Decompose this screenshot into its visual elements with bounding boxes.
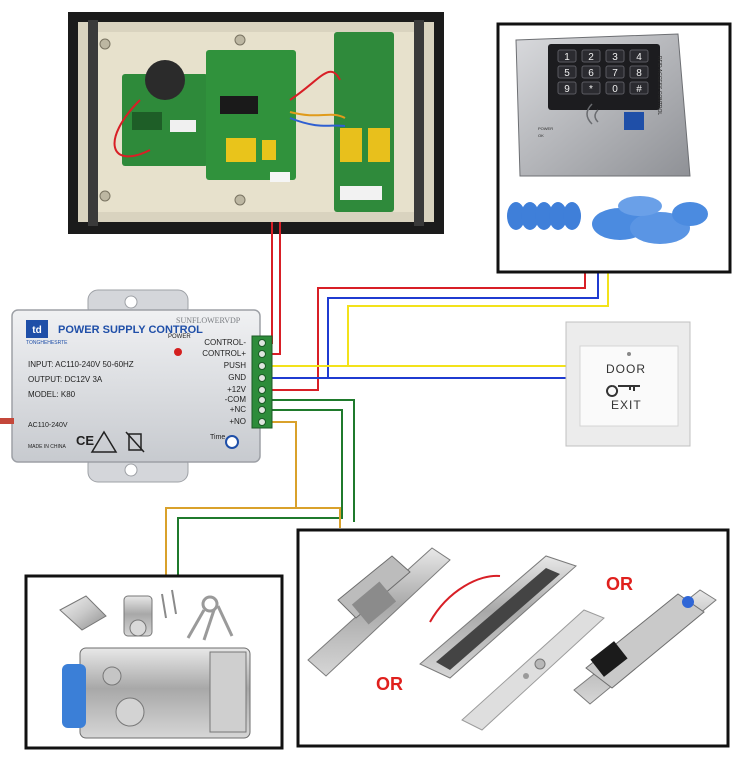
keypad-power-led: POWER xyxy=(538,126,554,131)
keypad-key xyxy=(557,81,577,95)
terminal-label: CONTROL+ xyxy=(202,349,246,358)
psu-time-label: Time xyxy=(210,434,226,441)
keypad-key xyxy=(557,65,577,79)
keypad-key xyxy=(605,49,625,63)
rim-lock-panel xyxy=(24,574,284,750)
keypad-key xyxy=(605,81,625,95)
wire-com-lock-green xyxy=(177,409,343,576)
keypad-key-label: 9 xyxy=(564,84,570,95)
wire-no-lock-orange xyxy=(165,507,296,576)
keypad-key-label: # xyxy=(636,84,642,95)
psu-title: POWER SUPPLY CONTROL xyxy=(58,324,203,336)
keypad-key-label: 2 xyxy=(588,52,594,63)
rfid-wave-icon xyxy=(586,103,599,125)
locks-panel xyxy=(296,528,730,748)
psu-made-in: MADE IN CHINA xyxy=(28,444,66,450)
keypad-key xyxy=(557,49,577,63)
keypad-key-label: 5 xyxy=(564,68,570,79)
keypad-key xyxy=(581,49,601,63)
brand-logo xyxy=(26,320,48,338)
psu-watermark: SUNFLOWERVDP xyxy=(176,316,241,325)
key-icon xyxy=(606,385,640,397)
keypad-key xyxy=(605,65,625,79)
relay-board xyxy=(334,32,394,212)
keypad-key-label: 1 xyxy=(564,52,570,63)
ce-mark: CE xyxy=(76,433,95,448)
keypad-panel: 1 2 3 4 5 6 7 8 9 * 0 # xyxy=(496,22,732,274)
exit-button-device xyxy=(565,321,691,447)
time-knob-icon xyxy=(225,435,239,449)
psu-ac-label: AC110-240V xyxy=(28,422,68,429)
psu-output-spec: OUTPUT: DC12V 3A xyxy=(28,375,103,384)
wire-keypad-yellow xyxy=(262,270,609,367)
keypad-key xyxy=(629,65,649,79)
keypad-key-label: * xyxy=(589,84,593,95)
or-label-1: OR xyxy=(376,674,403,694)
keypad-key xyxy=(581,81,601,95)
terminal-label: -COM xyxy=(224,395,246,404)
keypad-key xyxy=(581,65,601,79)
psu-power-label: POWER xyxy=(168,334,191,340)
keypad-key-label: 6 xyxy=(588,68,594,79)
keypad-key xyxy=(629,49,649,63)
or-label-2: OR xyxy=(606,574,633,594)
terminal-label: +NC xyxy=(229,405,246,414)
ac-input-wire xyxy=(0,418,14,424)
keypad-ok-led: OK xyxy=(538,133,544,138)
wire-keypad-red xyxy=(262,270,586,391)
keypad-key-label: 3 xyxy=(612,52,618,63)
terminal-label: CONTROL- xyxy=(204,338,246,347)
keypad-side-label: RFID ACCESS CONTROL xyxy=(656,56,662,116)
exit-button-exit-label: EXIT xyxy=(611,398,642,412)
keypad-key-label: 8 xyxy=(636,68,642,79)
psu-input-spec: INPUT: AC110-240V 50-60HZ xyxy=(28,360,134,369)
recycle-bin-icon xyxy=(128,433,142,451)
magnetic-lock xyxy=(419,555,605,731)
controller-box xyxy=(68,12,444,234)
exit-button-door-label: DOOR xyxy=(606,362,646,376)
psu-model: MODEL: K80 xyxy=(28,390,76,399)
keypad-key xyxy=(629,81,649,95)
terminal-label: +12V xyxy=(227,385,246,394)
rfid-key-fobs xyxy=(507,196,708,244)
keypad-key-label: 0 xyxy=(612,84,618,95)
wiring xyxy=(165,222,609,576)
power-supply-unit: td xyxy=(0,289,273,483)
svg-text:td: td xyxy=(32,325,41,336)
electric-strike-lock xyxy=(307,547,451,677)
electric-bolt-lock xyxy=(573,589,717,705)
terminal-label: PUSH xyxy=(223,361,246,370)
wire-com-green xyxy=(262,399,355,522)
power-led xyxy=(174,348,182,356)
lock-latch xyxy=(62,664,86,728)
warning-icon xyxy=(90,430,118,453)
psu-brand-mark: TONGHEHESRTE xyxy=(26,340,68,346)
armature-plate xyxy=(461,609,605,731)
lock-keeper xyxy=(59,595,107,631)
keypad-key-label: 7 xyxy=(612,68,618,79)
terminal-label: +NO xyxy=(229,417,246,426)
lock-keys xyxy=(186,595,234,641)
terminal-label: GND xyxy=(228,373,246,382)
wire-keypad-blue xyxy=(262,270,599,379)
card-sign-icon xyxy=(624,112,644,130)
keypad-key-label: 4 xyxy=(636,52,642,63)
wire-control-minus xyxy=(262,222,273,344)
circuit-board-left xyxy=(122,74,208,166)
wire-no-orange xyxy=(262,421,341,528)
keypad-keys: 1 2 3 4 5 6 7 8 9 * 0 # xyxy=(557,49,649,95)
